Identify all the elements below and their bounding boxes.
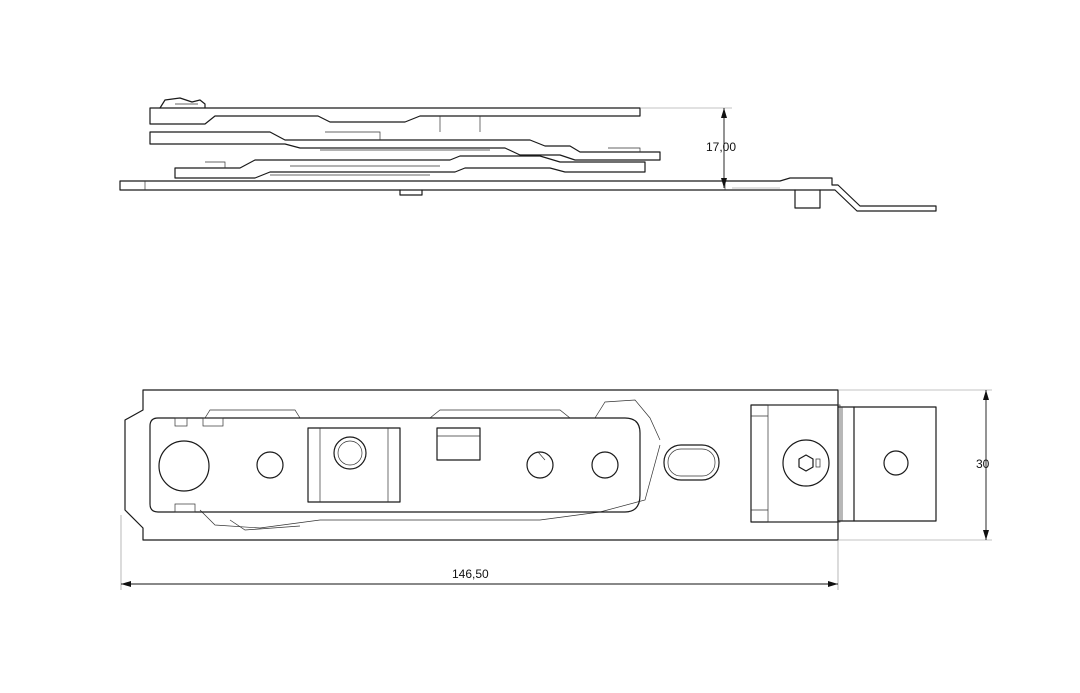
front-hole-3 [591,451,619,479]
width-dimension-label: 30 [976,457,990,471]
side-bottom-block [794,189,821,209]
front-large-hole [158,440,210,492]
front-hole-2 [526,451,554,479]
front-bracket [750,404,839,523]
side-third-plate [174,155,646,179]
side-base-plate [119,177,937,212]
front-clip [436,427,481,461]
front-hole-1 [256,451,284,479]
front-view: 30 146,50 [120,389,992,590]
front-housing-plate [124,389,839,541]
front-screw [782,439,830,487]
front-tab-hole [883,450,909,476]
height-dimension-label: 17,00 [706,140,736,154]
hex-socket-icon [798,454,814,472]
front-center-block [307,427,401,503]
side-top-plate [149,107,641,125]
side-hook [159,97,206,109]
length-dimension-label: 146,50 [452,567,489,581]
side-view: 17,00 [119,97,937,212]
front-right-tab [837,406,937,522]
front-center-bore [333,436,367,470]
front-slider-plate [149,417,641,513]
side-second-plate [149,131,661,161]
front-slot [663,444,720,481]
